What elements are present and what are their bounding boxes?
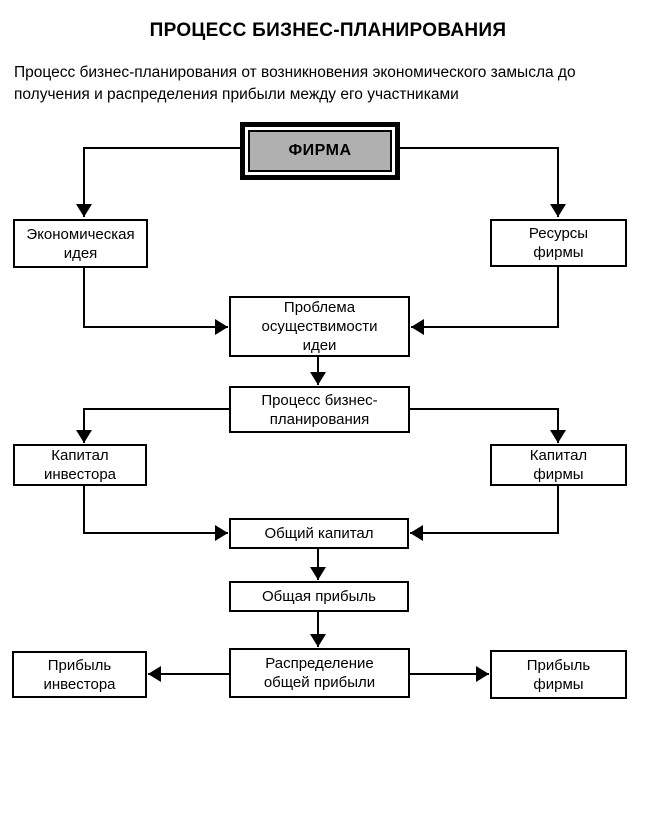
arrow-firma-to-firm-resources [400,147,566,217]
node-firma-label: ФИРМА [288,142,352,159]
arrow-firma-to-economic-idea [76,147,240,217]
page-title: ПРОЦЕСС БИЗНЕС-ПЛАНИРОВАНИЯ [149,20,507,41]
node-planning-process: Процесс бизнес- планирования [229,386,410,433]
node-investor-capital-label: Капитал инвестора [43,447,117,483]
node-economic-idea: Экономическая идея [13,219,148,268]
node-profit-distribution-label: Распределение общей прибыли [263,655,376,691]
node-firm-resources-label: Ресурсы фирмы [528,225,589,261]
arrow-process-to-investor-capital [76,408,229,443]
node-total-profit-label: Общая прибыль [261,588,377,605]
node-firm-capital-label: Капитал фирмы [529,447,588,483]
arrow-firm-resources-to-problem [411,267,559,335]
node-total-capital-label: Общий капитал [264,525,374,542]
node-planning-process-label: Процесс бизнес- планирования [261,391,378,428]
node-firm-profit: Прибыль фирмы [490,650,627,699]
node-feasibility-problem: Проблема осуществимости идеи [229,296,410,357]
arrow-process-to-firm-capital [410,408,566,443]
arrow-investor-capital-to-total-capital [83,486,228,541]
page-subtitle: Процесс бизнес-планирования от возникнов… [14,64,576,103]
node-investor-capital: Капитал инвестора [13,444,147,486]
node-firm-profit-label: Прибыль фирмы [526,656,591,693]
node-profit-distribution: Распределение общей прибыли [229,648,410,698]
node-firm-resources: Ресурсы фирмы [490,219,627,267]
node-investor-profit: Прибыль инвестора [12,651,147,698]
node-economic-idea-label: Экономическая идея [26,225,135,262]
node-feasibility-problem-label: Проблема осуществимости идеи [261,299,378,354]
arrow-economic-idea-to-problem [83,268,228,335]
arrow-firm-capital-to-total-capital [410,486,559,541]
node-firm-capital: Капитал фирмы [490,444,627,486]
node-investor-profit-label: Прибыль инвестора [43,656,116,693]
node-firma: ФИРМА [240,122,400,180]
node-total-capital: Общий капитал [229,518,409,549]
node-total-profit: Общая прибыль [229,581,409,612]
